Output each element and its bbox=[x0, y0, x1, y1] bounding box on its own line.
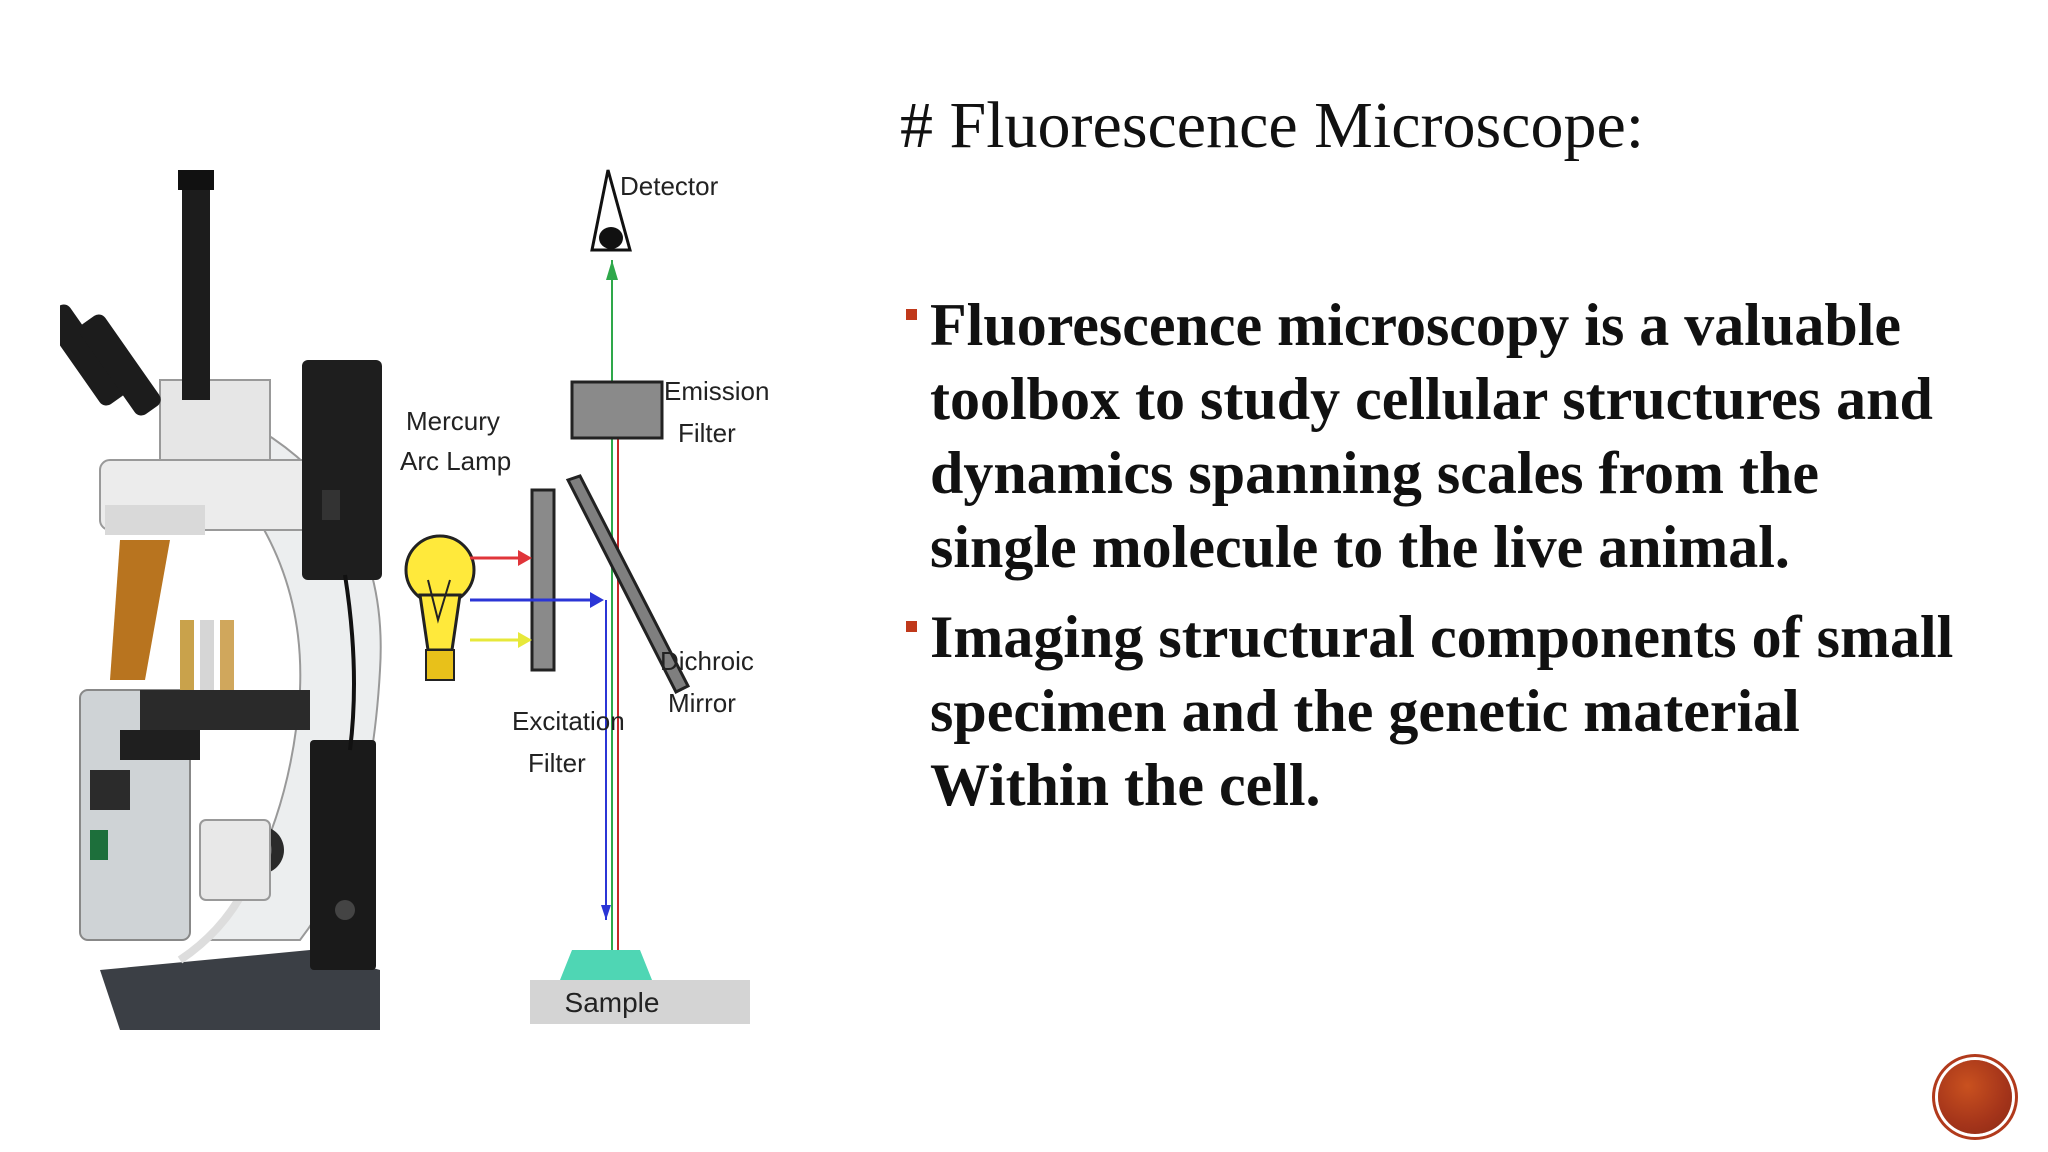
bullet-item: Imaging structural components of small s… bbox=[900, 600, 1980, 822]
ray-blue-horizontal-arrow bbox=[590, 592, 604, 608]
bullet-marker-icon bbox=[906, 309, 917, 320]
ray-green-arrow bbox=[606, 260, 618, 280]
label-mercury-2: Arc Lamp bbox=[400, 446, 511, 476]
bullet-text: Fluorescence microscopy is a valuable to… bbox=[930, 292, 1933, 580]
bullet-text: Imaging structural components of small s… bbox=[930, 604, 1954, 818]
ray-yellow-horizontal-arrow bbox=[518, 632, 532, 648]
label-emission-2: Filter bbox=[678, 418, 736, 448]
label-dichroic-2: Mirror bbox=[668, 688, 736, 718]
label-sample: Sample bbox=[565, 987, 660, 1018]
ray-red-horizontal-arrow bbox=[518, 550, 532, 566]
label-emission-1: Emission bbox=[664, 376, 769, 406]
detector-eye-icon bbox=[599, 227, 623, 249]
label-excitation-2: Filter bbox=[528, 748, 586, 778]
slide-title: # Fluorescence Microscope: bbox=[900, 89, 1645, 162]
excitation-filter bbox=[530, 488, 556, 672]
sample-specimen bbox=[560, 950, 652, 980]
emission-filter bbox=[570, 380, 664, 440]
label-excitation-1: Excitation bbox=[512, 706, 625, 736]
optical-path-diagram: Detector Emission Filter Dichroic Mirror… bbox=[400, 169, 769, 1024]
label-dichroic-1: Dichroic bbox=[660, 646, 754, 676]
bullet-marker-icon bbox=[906, 621, 917, 632]
lamp-icon bbox=[404, 534, 476, 681]
ray-blue-down-arrow bbox=[601, 905, 611, 920]
dichroic-mirror bbox=[565, 474, 691, 695]
slide-decoration-circle-icon bbox=[1938, 1060, 2012, 1134]
microscope-figure: Detector Emission Filter Dichroic Mirror… bbox=[60, 169, 769, 1030]
label-mercury-1: Mercury bbox=[406, 406, 500, 436]
bullet-list: Fluorescence microscopy is a valuable to… bbox=[900, 288, 1980, 838]
sample-slide bbox=[530, 980, 750, 1024]
microscope-illustration bbox=[60, 170, 382, 1030]
detector-icon bbox=[590, 169, 632, 252]
bullet-item: Fluorescence microscopy is a valuable to… bbox=[900, 288, 1980, 584]
label-detector: Detector bbox=[620, 171, 719, 201]
